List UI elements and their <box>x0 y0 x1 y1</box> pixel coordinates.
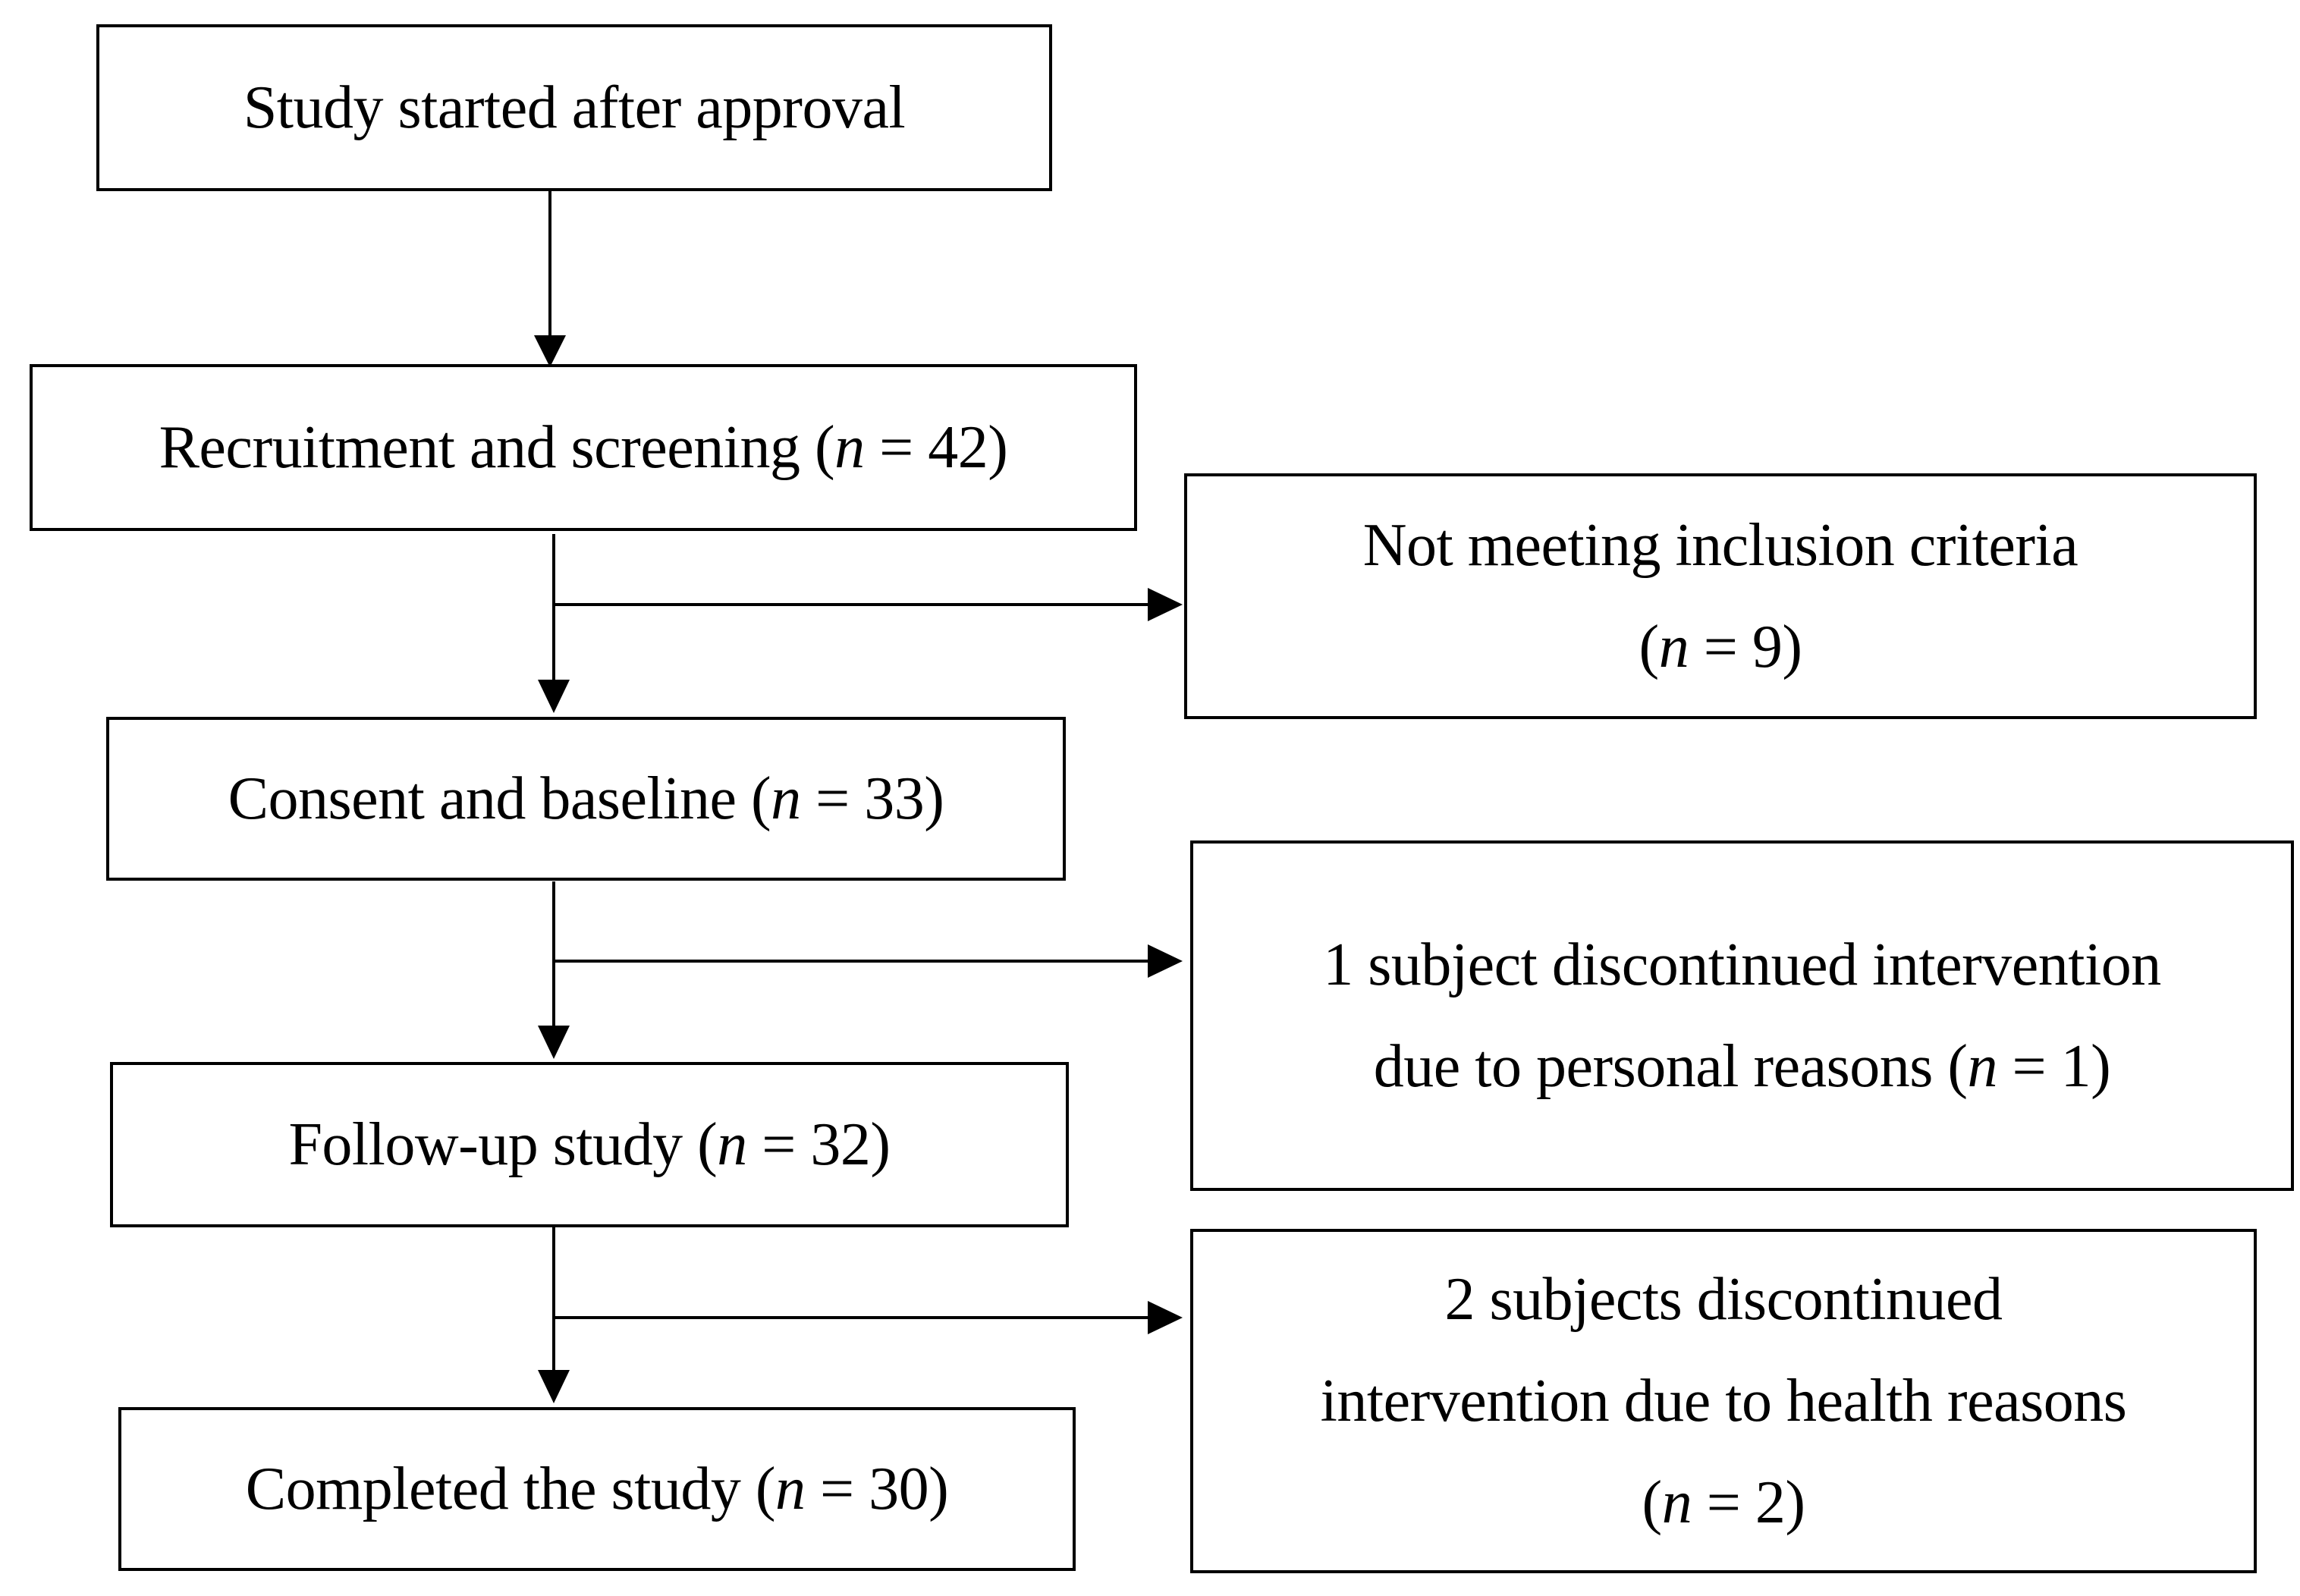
arrowhead-down <box>538 1370 570 1403</box>
step-text: Follow-up study (n = 32) <box>288 1111 891 1178</box>
n-symbol: n <box>1967 1033 1998 1100</box>
step-followup-box: Follow-up study (n = 32) <box>110 1062 1069 1227</box>
exclusion-text-line: 2 subjects discontinued <box>1444 1266 2003 1333</box>
exclusion-count-line: (n = 9) <box>1639 614 1802 680</box>
step-count: 30 <box>869 1456 929 1522</box>
exclusion-count: 2 <box>1755 1469 1786 1536</box>
n-symbol: n <box>771 765 801 832</box>
step-label: Recruitment and screening <box>159 414 800 481</box>
step-recruitment-box: Recruitment and screening (n = 42) <box>30 364 1137 531</box>
n-symbol: n <box>717 1111 747 1178</box>
step-text: Consent and baseline (n = 33) <box>228 765 944 832</box>
exclusion-count-line: (n = 2) <box>1642 1469 1805 1536</box>
exclusion-personal-reasons-box: 1 subject discontinued intervention due … <box>1190 840 2294 1191</box>
step-text: Completed the study (n = 30) <box>245 1456 949 1522</box>
exclusion-count: 1 <box>2060 1033 2091 1100</box>
step-count: 33 <box>864 765 925 832</box>
step-label: Follow-up study <box>288 1111 683 1178</box>
step-study-started-box: Study started after approval <box>96 24 1052 191</box>
exclusion-count: 9 <box>1752 614 1783 680</box>
arrowhead-right <box>1148 1301 1183 1334</box>
arrowhead-right <box>1148 588 1183 621</box>
n-symbol: n <box>1658 614 1689 680</box>
step-label: Consent and baseline <box>228 765 737 832</box>
exclusion-count-line: due to personal reasons (n = 1) <box>1373 1033 2111 1100</box>
step-consent-box: Consent and baseline (n = 33) <box>106 717 1066 881</box>
arrowhead-right <box>1148 944 1183 978</box>
arrowhead-down <box>538 1026 570 1059</box>
n-symbol: n <box>775 1456 806 1522</box>
step-count: 42 <box>928 414 988 481</box>
step-label: Study started after approval <box>243 74 906 141</box>
arrowhead-down <box>534 335 566 367</box>
exclusion-text-line: Not meeting inclusion criteria <box>1362 512 2078 579</box>
n-symbol: n <box>834 414 865 481</box>
exclusion-text-line: intervention due to health reasons <box>1320 1368 2127 1434</box>
exclusion-health-reasons-box: 2 subjects discontinued intervention due… <box>1190 1229 2257 1573</box>
step-count: 32 <box>810 1111 871 1178</box>
exclusion-text-line: due to personal reasons <box>1373 1033 1934 1100</box>
step-text: Recruitment and screening (n = 42) <box>159 414 1008 481</box>
arrowhead-down <box>538 680 570 713</box>
n-symbol: n <box>1661 1469 1692 1536</box>
exclusion-text-line: 1 subject discontinued intervention <box>1323 932 2161 998</box>
exclusion-not-meeting-criteria-box: Not meeting inclusion criteria (n = 9) <box>1184 473 2257 719</box>
step-label: Completed the study <box>245 1456 741 1522</box>
step-completed-box: Completed the study (n = 30) <box>118 1407 1076 1571</box>
